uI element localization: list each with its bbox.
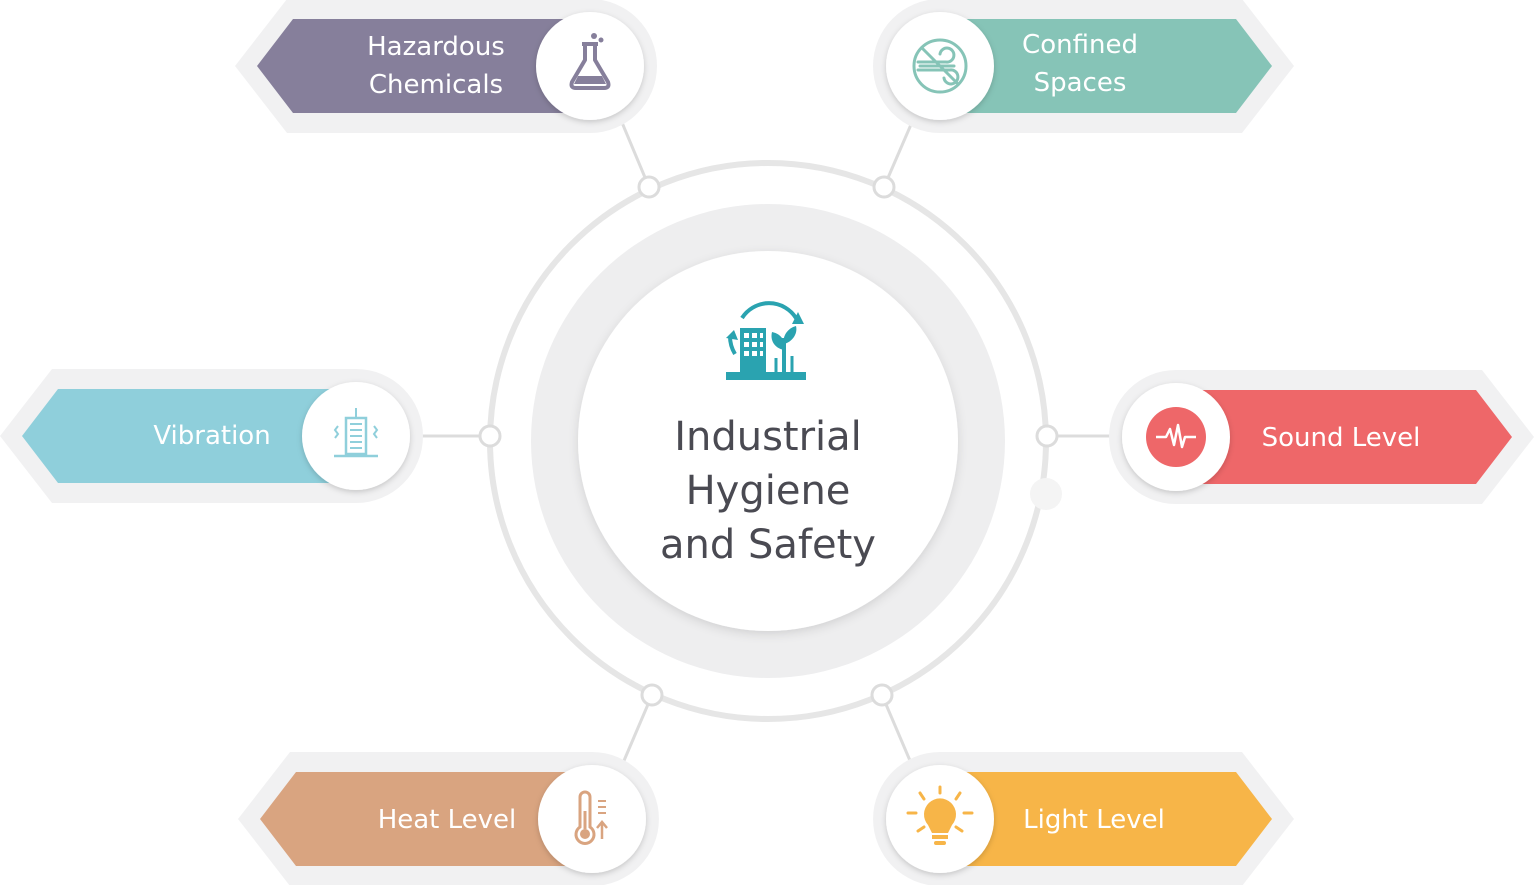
flask-icon [569,33,611,90]
label-line: Chemicals [368,70,504,100]
icon-circle [536,12,644,120]
badge-heat-level [238,752,659,885]
badge-hazardous-chemicals [235,0,657,133]
badge-sound-level [1109,370,1534,504]
badge-vibration [0,369,423,503]
badge-band [260,772,600,866]
center-title-line: and Safety [660,522,876,568]
label-confined-spaces: Confined Spaces [990,26,1170,102]
light-bulb-icon [906,785,974,845]
label-line: Vibration [153,421,271,451]
label-heat-level: Heat Level [352,801,542,839]
icon-circle [538,765,646,873]
center-title: Industrial Hygiene and Safety [600,410,936,572]
badge-band [930,19,1272,113]
vibrating-building-icon [333,408,379,458]
sound-wave-icon [1146,407,1206,467]
label-light-level: Light Level [996,801,1192,839]
badge-confined-spaces [873,0,1294,133]
label-line: Hazardous [367,32,505,62]
center-hub [487,160,1062,722]
label-hazardous-chemicals: Hazardous Chemicals [336,28,536,104]
label-line: Confined [1022,30,1138,60]
badge-band [1160,390,1512,484]
ring-joint-dots [478,175,1059,707]
label-line: Light Level [1023,805,1165,835]
thermometer-icon [574,790,608,845]
badge-light-level [873,752,1294,885]
center-title-line: Industrial [674,414,862,460]
center-title-line: Hygiene [685,468,851,514]
building-plant-cycle-icon [726,301,806,380]
badge-band [22,389,370,483]
label-line: Spaces [1033,68,1127,98]
badge-band [257,19,600,113]
label-vibration: Vibration [128,417,296,455]
badge-band [930,772,1272,866]
label-line: Heat Level [377,805,517,835]
label-line: Sound Level [1261,423,1421,453]
no-airflow-icon [912,38,968,94]
label-sound-level: Sound Level [1236,419,1446,457]
